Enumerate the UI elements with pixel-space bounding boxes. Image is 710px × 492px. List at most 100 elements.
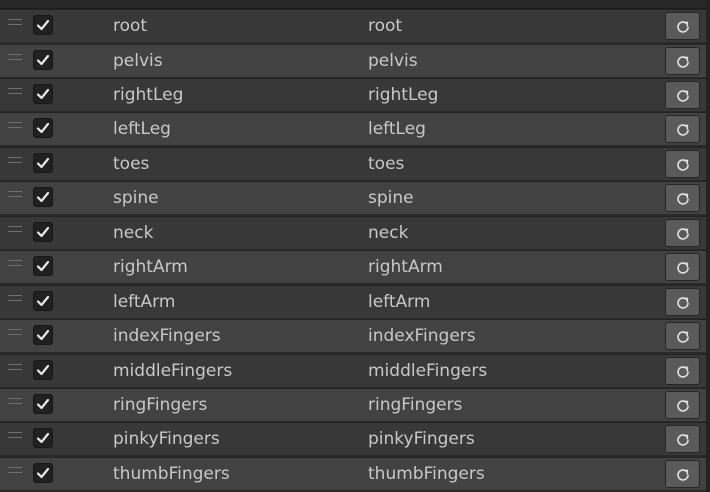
reset-icon — [677, 331, 689, 343]
drag-handle-icon[interactable] — [8, 329, 22, 336]
reset-icon — [677, 434, 689, 447]
checkmark-icon — [36, 261, 50, 272]
mapped-bone-field[interactable]: root — [368, 16, 403, 36]
enabled-checkbox[interactable] — [33, 187, 53, 208]
reset-button[interactable] — [665, 218, 700, 247]
reset-button[interactable] — [665, 322, 700, 351]
mapped-bone-field[interactable]: ringFingers — [368, 395, 463, 415]
drag-handle-icon[interactable] — [8, 19, 22, 25]
enabled-checkbox[interactable] — [33, 118, 53, 139]
bone-name-label: pinkyFingers — [113, 429, 220, 450]
reset-icon — [677, 21, 689, 33]
scroll-edge — [706, 0, 710, 492]
reset-icon — [677, 296, 689, 309]
reset-button[interactable] — [665, 80, 700, 109]
list-item: rightLeg rightLeg — [0, 77, 710, 111]
drag-handle-icon[interactable] — [8, 363, 22, 370]
mapped-bone-field[interactable]: rightArm — [368, 257, 443, 278]
checkmark-icon — [36, 192, 50, 203]
reset-button[interactable] — [665, 115, 700, 144]
enabled-checkbox[interactable] — [33, 359, 53, 380]
list-item: ringFingers ringFingers — [0, 388, 710, 421]
mapped-bone-field[interactable]: indexFingers — [368, 326, 476, 347]
enabled-checkbox[interactable] — [33, 15, 53, 35]
list-item: spine spine — [0, 181, 710, 215]
mapped-bone-field[interactable]: spine — [368, 188, 414, 209]
mapped-bone-field[interactable]: toes — [368, 153, 405, 174]
list-top-bar — [0, 0, 710, 9]
list-item: toes toes — [0, 146, 710, 180]
enabled-checkbox[interactable] — [33, 83, 53, 104]
reset-icon — [677, 400, 689, 412]
enabled-checkbox[interactable] — [33, 256, 53, 277]
enabled-checkbox[interactable] — [33, 462, 53, 483]
checkmark-icon — [36, 123, 50, 134]
bone-name-label: thumbFingers — [113, 463, 230, 484]
bone-name-label: ringFingers — [113, 395, 208, 415]
mapped-bone-field[interactable]: neck — [368, 222, 409, 243]
enabled-checkbox[interactable] — [33, 428, 53, 449]
mapped-bone-field[interactable]: rightLeg — [368, 84, 439, 105]
reset-button[interactable] — [665, 459, 700, 488]
reset-button[interactable] — [665, 391, 700, 419]
list-item: middleFingers middleFingers — [0, 353, 710, 387]
drag-handle-icon[interactable] — [8, 398, 22, 404]
list-item: rightArm rightArm — [0, 250, 710, 284]
checkmark-icon — [36, 398, 50, 410]
drag-handle-icon[interactable] — [8, 122, 22, 129]
list-item: indexFingers indexFingers — [0, 319, 710, 353]
mapped-bone-field[interactable]: pinkyFingers — [368, 429, 475, 450]
bone-name-label: leftLeg — [113, 119, 171, 140]
mapped-bone-field[interactable]: thumbFingers — [368, 463, 485, 484]
drag-handle-icon[interactable] — [8, 225, 22, 232]
reset-icon — [677, 262, 689, 274]
reset-button[interactable] — [665, 12, 700, 40]
enabled-checkbox[interactable] — [33, 325, 53, 346]
reset-icon — [677, 55, 689, 68]
reset-icon — [677, 469, 689, 481]
bone-name-label: rightLeg — [113, 84, 184, 105]
reset-button[interactable] — [665, 149, 700, 178]
checkmark-icon — [36, 433, 50, 444]
bone-name-label: middleFingers — [113, 360, 233, 381]
drag-handle-icon[interactable] — [8, 156, 22, 163]
mapped-bone-field[interactable]: middleFingers — [368, 360, 488, 381]
drag-handle-icon[interactable] — [8, 466, 22, 473]
bone-name-label: root — [113, 16, 148, 36]
drag-handle-icon[interactable] — [8, 87, 22, 94]
mapped-bone-field[interactable]: leftLeg — [368, 119, 426, 140]
drag-handle-icon[interactable] — [8, 53, 22, 60]
drag-handle-icon[interactable] — [8, 191, 22, 198]
list-item: leftArm leftArm — [0, 284, 710, 318]
checkmark-icon — [36, 467, 50, 478]
list-item: root root — [0, 9, 710, 42]
drag-handle-icon[interactable] — [8, 432, 22, 439]
bone-name-label: toes — [113, 153, 150, 174]
checkmark-icon — [36, 226, 50, 237]
checkmark-icon — [36, 88, 50, 99]
bone-name-label: indexFingers — [113, 326, 221, 347]
checkmark-icon — [36, 19, 50, 31]
drag-handle-icon[interactable] — [8, 260, 22, 267]
list-item: neck neck — [0, 215, 710, 249]
enabled-checkbox[interactable] — [33, 152, 53, 173]
reset-button[interactable] — [665, 287, 700, 316]
reset-button[interactable] — [665, 425, 700, 454]
enabled-checkbox[interactable] — [33, 49, 53, 70]
list-item: thumbFingers thumbFingers — [0, 456, 710, 490]
checkmark-icon — [36, 157, 50, 168]
drag-handle-icon[interactable] — [8, 294, 22, 301]
reset-button[interactable] — [665, 184, 700, 213]
reset-icon — [677, 124, 689, 137]
reset-button[interactable] — [665, 356, 700, 385]
mapped-bone-field[interactable]: pelvis — [368, 50, 418, 71]
reset-button[interactable] — [665, 46, 700, 75]
reset-button[interactable] — [665, 253, 700, 282]
enabled-checkbox[interactable] — [33, 290, 53, 311]
enabled-checkbox[interactable] — [33, 394, 53, 414]
mapped-bone-field[interactable]: leftArm — [368, 291, 431, 312]
enabled-checkbox[interactable] — [33, 221, 53, 242]
reset-icon — [677, 158, 689, 171]
list-item: pelvis pelvis — [0, 43, 710, 77]
